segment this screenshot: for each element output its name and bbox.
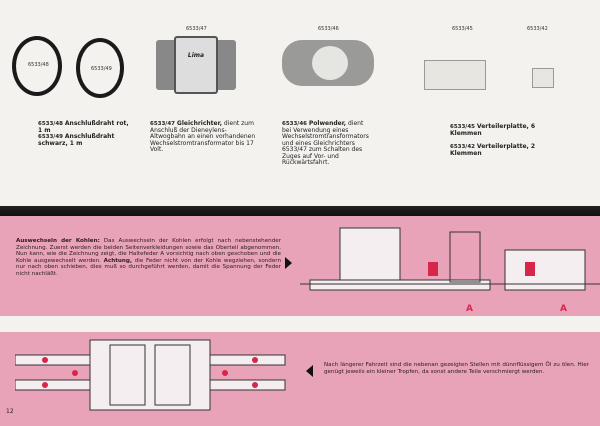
distribution-board-2-image [532, 68, 554, 88]
caption-6533-48: 6533/48 Anschlußdraht rot, 1 m [38, 120, 129, 134]
wire-coil-black [76, 38, 124, 98]
image-label: 6533/49 [91, 66, 112, 72]
carbon-section [0, 216, 600, 316]
diagram-label-a: A [560, 304, 567, 314]
oil-diagram [15, 339, 286, 411]
image-label: 6533/47 [186, 26, 207, 32]
caption-6533-46: 6533/46 Polwender, dient bei Verwendung … [282, 120, 369, 166]
image-label: 6533/45 [452, 26, 473, 32]
image-label: 6533/48 [28, 62, 49, 68]
distribution-board-6-image [424, 60, 486, 90]
wire-coil-red [12, 36, 62, 96]
carbon-text: Auswechseln der Kohlen: Das Auswechseln … [16, 238, 282, 277]
diagram-label-a: A [466, 304, 473, 314]
rectifier-image: Lima [156, 36, 236, 94]
page-number: 12 [6, 408, 14, 415]
divider-band [0, 206, 600, 216]
caption-6533-49: 6533/49 Anschlußdraht schwarz, 1 m [38, 133, 115, 147]
caption-6533-42: 6533/42 Verteilerplatte, 2 Klemmen [450, 143, 536, 157]
image-label: 6533/46 [318, 26, 339, 32]
carbon-diagram [300, 227, 600, 291]
image-label: 6533/42 [527, 26, 548, 32]
caption-6533-47: 6533/47 Gleichrichter, dient zum Anschlu… [150, 120, 256, 153]
caption-6533-45: 6533/45 Verteilerplatte, 6 Klemmen [450, 123, 536, 137]
pole-reverser-image [282, 40, 374, 86]
arrow-right-icon [285, 257, 292, 269]
oil-text: Nach längerer Fahrzeit sind die nebenan … [324, 362, 589, 375]
arrow-left-icon [306, 365, 313, 377]
brand-label: Lima [174, 36, 218, 94]
